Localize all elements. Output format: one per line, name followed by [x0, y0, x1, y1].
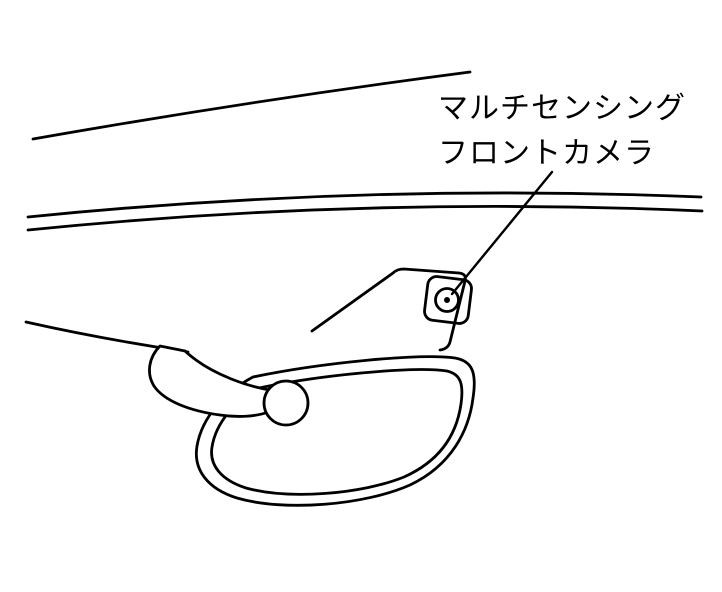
roof-line	[31, 70, 472, 141]
callout-label-line1: マルチセンシング	[438, 91, 686, 126]
windshield-trim-lower	[26, 205, 704, 232]
rearview-mirror-inner-edge	[210, 368, 464, 496]
camera-cover	[310, 267, 467, 352]
callout-label: マルチセンシング フロントカメラ	[438, 86, 686, 176]
rearview-mirror	[194, 355, 476, 507]
front-camera-lens	[434, 287, 460, 313]
leader-line	[450, 170, 554, 296]
callout-label-line2: フロントカメラ	[438, 136, 655, 171]
mirror-arm	[148, 344, 272, 418]
front-camera-housing	[423, 275, 473, 325]
front-camera-lens-center	[444, 297, 450, 303]
mirror-pivot-ball	[262, 379, 310, 427]
windshield-trim-upper	[26, 191, 703, 219]
